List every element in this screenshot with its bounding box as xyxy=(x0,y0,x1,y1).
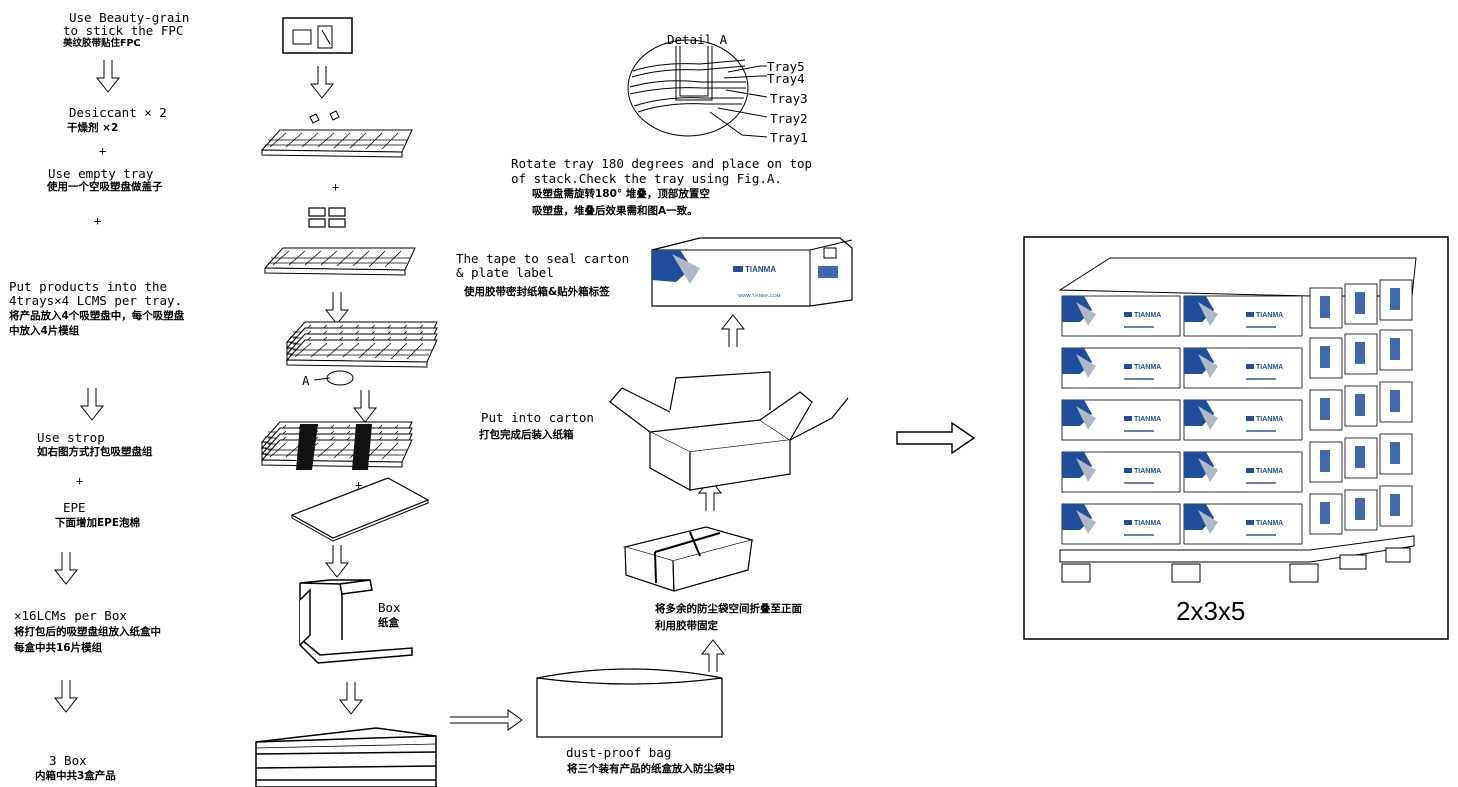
lcm-modules-icon xyxy=(308,207,346,228)
down-arrow xyxy=(339,681,363,715)
taped-package xyxy=(622,526,755,592)
up-arrow xyxy=(701,639,725,673)
right-arrow xyxy=(896,421,976,455)
down-arrow xyxy=(325,291,349,325)
detail-a-view xyxy=(627,39,768,138)
epe-cn: 下面增加EPE泡棉 xyxy=(55,517,141,529)
three-box-stack xyxy=(255,727,437,787)
strop-cn: 如右图方式打包吸塑盘组 xyxy=(37,446,153,458)
products-en-line2: 4trays×4 LCMS per tray. xyxy=(9,293,183,308)
box16-cn-line2: 每盒中共16片模组 xyxy=(14,642,103,654)
open-carton xyxy=(609,371,849,492)
down-arrow xyxy=(325,544,349,578)
tape-cn: 使用胶带密封纸箱&贴外箱标签 xyxy=(464,286,610,298)
empty-tray-en: Use empty tray xyxy=(48,166,154,181)
sealed-tianma-carton: TIANMA WWW.TIANMA.COM xyxy=(651,237,853,307)
down-arrow xyxy=(353,389,377,423)
tray-label: Tray3 xyxy=(770,91,808,106)
products-cn-line2: 中放入4片模组 xyxy=(9,325,80,337)
step1-en-line1: Use Beauty-grain xyxy=(69,10,190,25)
plus-sign: + xyxy=(99,144,107,158)
tray-label: Tray5 xyxy=(767,59,805,74)
epe-en: EPE xyxy=(63,500,86,515)
tianma-logo: TIANMA xyxy=(745,265,776,274)
tray-stack xyxy=(286,321,438,386)
plus-sign: + xyxy=(355,478,363,492)
fold-cn-line2: 利用胶带固定 xyxy=(655,620,718,632)
plus-sign: + xyxy=(94,214,102,228)
strop-en: Use strop xyxy=(37,430,105,445)
box16-en: ×16LCMs per Box xyxy=(14,608,127,623)
step1-en-line2: to stick the FPC xyxy=(63,23,184,38)
tray-label: Tray4 xyxy=(767,71,805,86)
fold-cn-line1: 将多余的防尘袋空间折叠至正面 xyxy=(655,603,802,615)
svg-text:WWW.TIANMA.COM: WWW.TIANMA.COM xyxy=(738,293,781,298)
fpc-module-icon xyxy=(282,17,353,54)
rotate-en-line1: Rotate tray 180 degrees and place on top xyxy=(511,156,813,171)
right-arrow xyxy=(450,709,523,731)
pallet-load xyxy=(1058,257,1417,583)
down-arrow xyxy=(96,59,120,93)
rotate-en-line2: of stack.Check the tray using Fig.A. xyxy=(511,171,782,186)
box-en: Box xyxy=(378,600,401,615)
rotate-cn-line2: 吸塑盘，堆叠后效果需和图A一致。 xyxy=(532,205,698,217)
products-en-line1: Put products into the xyxy=(9,279,168,294)
carton-en: Put into carton xyxy=(481,410,594,425)
label-a: A xyxy=(302,373,310,388)
up-arrow xyxy=(721,314,745,348)
dust-proof-bag xyxy=(536,668,723,738)
box-cn: 纸盒 xyxy=(378,617,399,629)
desiccant-en: Desiccant × 2 xyxy=(69,105,167,120)
box3-en: 3 Box xyxy=(49,753,87,768)
rotate-cn-line1: 吸塑盘需旋转180° 堆叠，顶部放置空 xyxy=(532,188,710,200)
down-arrow xyxy=(310,65,334,99)
box3-cn: 内箱中共3盒产品 xyxy=(35,770,116,782)
tray-label: Tray1 xyxy=(770,130,808,145)
strapped-tray-stack xyxy=(261,421,413,470)
empty-tray-cn: 使用一个空吸塑盘做盖子 xyxy=(47,181,163,193)
plus-sign: + xyxy=(76,474,84,488)
products-cn-line1: 将产品放入4个吸塑盘中，每个吸塑盘 xyxy=(9,310,185,322)
pallet-layout-label: 2x3x5 xyxy=(1176,596,1246,626)
step1-cn: 美纹胶带贴住FPC xyxy=(63,38,141,49)
bag-en: dust-proof bag xyxy=(566,745,672,760)
bag-cn: 将三个装有产品的纸盒放入防尘袋中 xyxy=(567,763,735,775)
plus-sign: + xyxy=(332,180,340,194)
down-arrow xyxy=(54,551,78,585)
tape-en-line1: The tape to seal carton xyxy=(456,251,630,266)
product-tray xyxy=(264,247,416,276)
down-arrow xyxy=(54,679,78,713)
down-arrow xyxy=(80,387,104,421)
carton-cn: 打包完成后装入纸箱 xyxy=(479,429,574,441)
detail-title: Detail A xyxy=(667,32,728,47)
desiccant-cn: 干燥剂 ×2 xyxy=(67,122,119,134)
box16-cn-line1: 将打包后的吸塑盘组放入纸盒中 xyxy=(14,626,161,638)
tape-en-line2: & plate label xyxy=(456,265,554,280)
tray-label: Tray2 xyxy=(770,111,808,126)
open-paper-box xyxy=(299,579,413,664)
empty-tray xyxy=(261,129,413,158)
